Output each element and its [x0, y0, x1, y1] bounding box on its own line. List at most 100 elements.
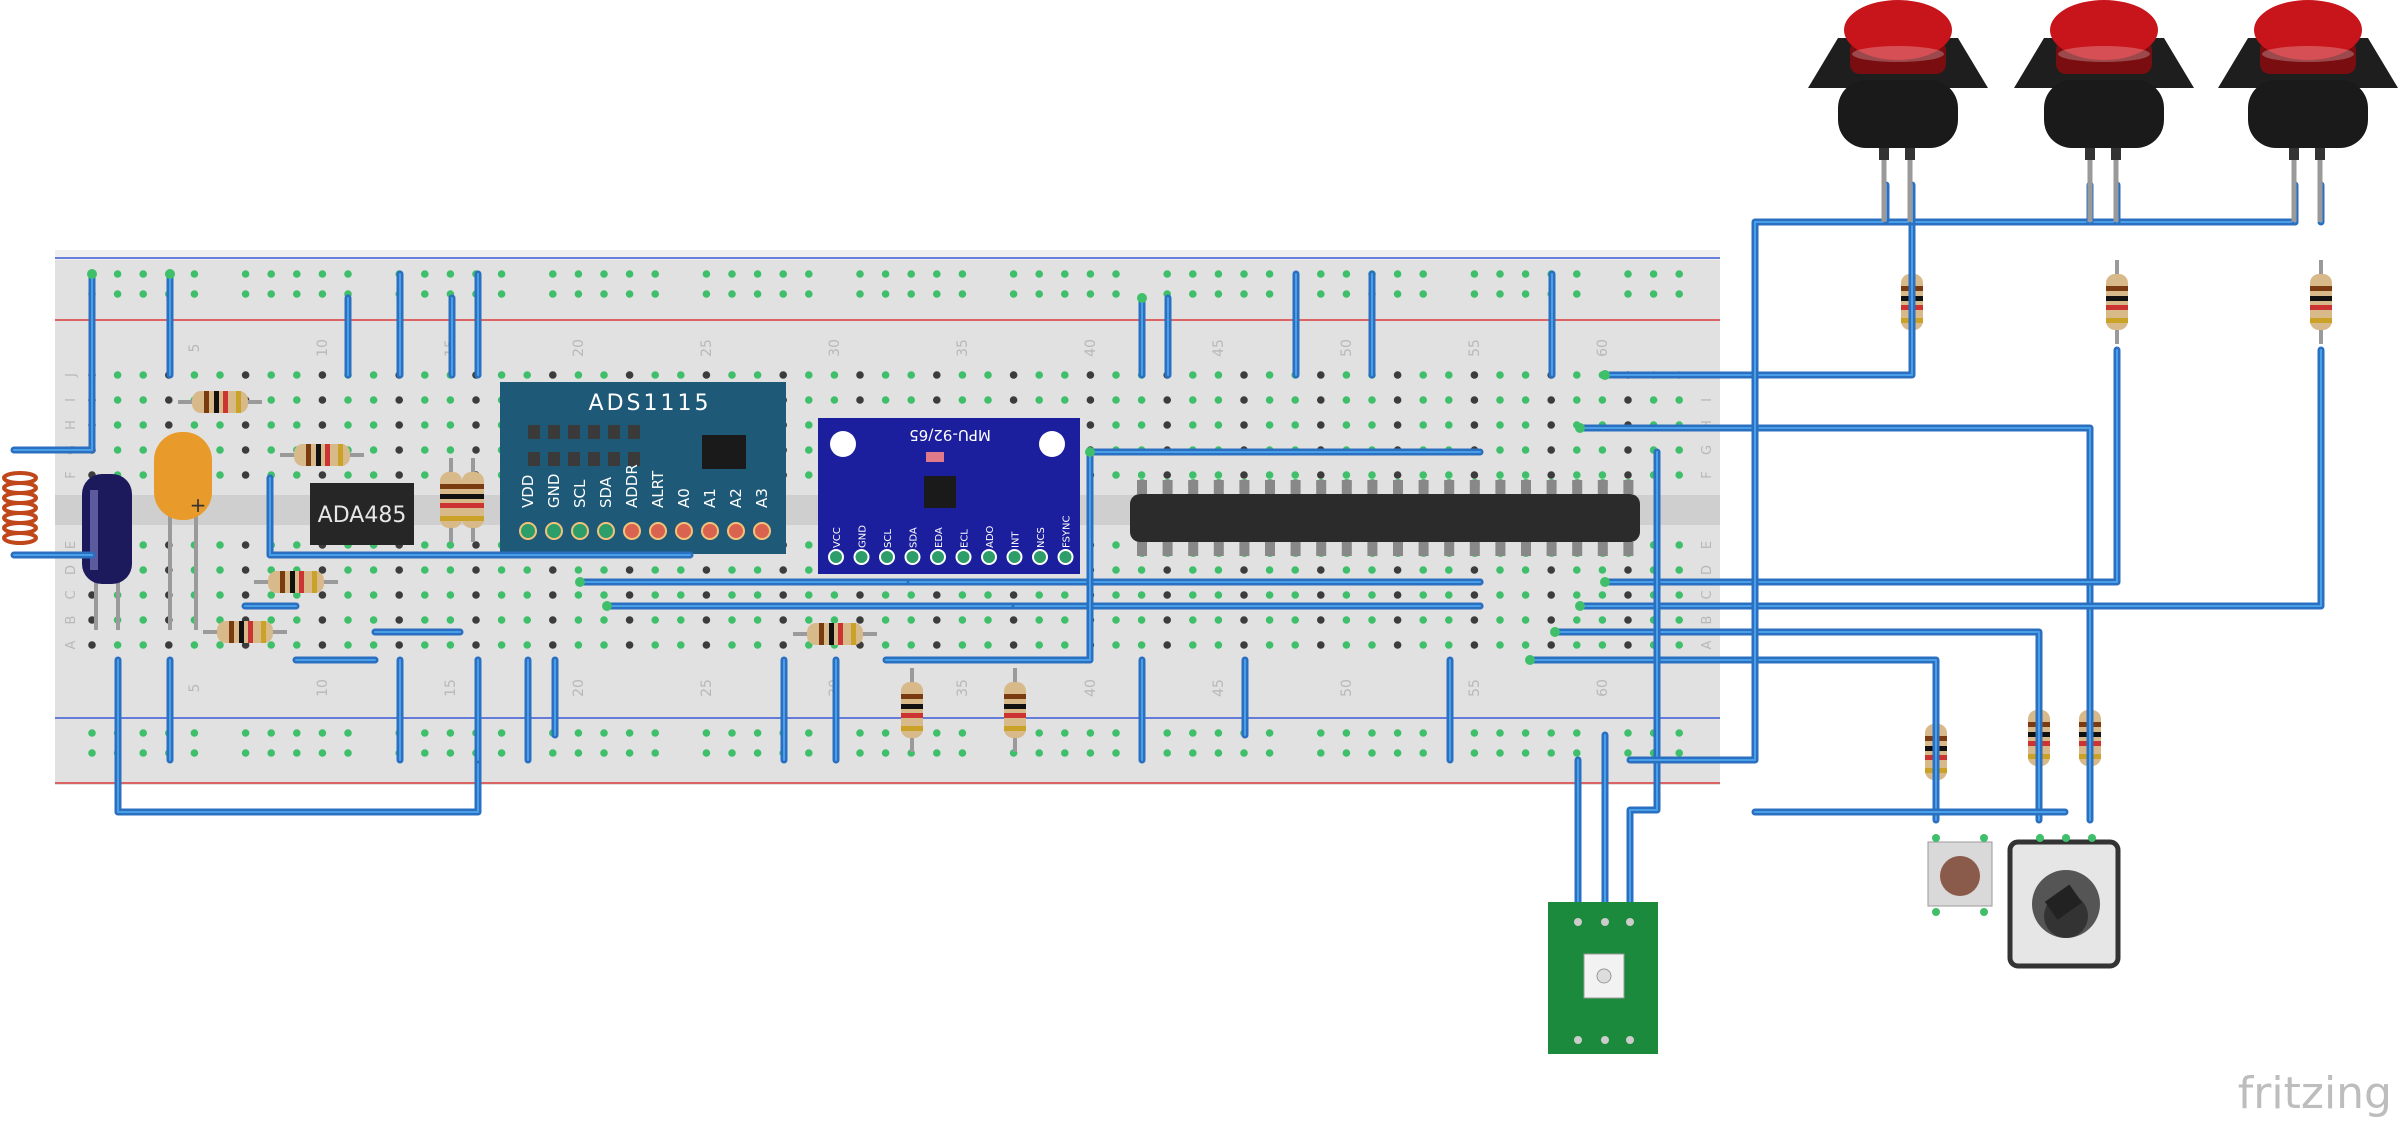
breadboard-hole	[190, 749, 199, 757]
breadboard-hole	[625, 290, 634, 298]
resistor	[462, 458, 484, 542]
mpu-pin-label: GND	[858, 525, 869, 548]
breadboard-hole	[1393, 421, 1402, 429]
header-pin-leg	[1597, 480, 1608, 494]
breadboard-hole	[574, 290, 583, 298]
breadboard-hole	[1342, 421, 1351, 429]
header-pin-leg	[1521, 480, 1531, 494]
breadboard-hole	[1035, 641, 1043, 649]
breadboard-hole	[1317, 641, 1325, 649]
column-number-top: 45	[1211, 339, 1227, 357]
breadboard-hole	[1649, 270, 1658, 278]
mpu-pin	[879, 549, 895, 565]
breadboard-hole	[293, 616, 301, 624]
capacitor-body	[154, 432, 212, 520]
header-pin-leg	[1469, 542, 1480, 556]
breadboard-hole	[549, 371, 557, 379]
breadboard-hole	[1163, 591, 1171, 599]
ads-pin-label: A0	[675, 488, 693, 508]
breadboard-hole	[1496, 591, 1504, 599]
breadboard-hole	[779, 290, 787, 298]
header-pin-leg	[1162, 542, 1173, 556]
breadboard-hole	[241, 749, 250, 757]
breadboard-hole	[1675, 396, 1683, 404]
breadboard-hole	[1521, 729, 1530, 737]
breadboard-hole	[1445, 471, 1453, 479]
resistor-band	[2106, 286, 2128, 291]
button-leg-base	[1879, 140, 1889, 160]
wire-highlight	[1604, 219, 1913, 376]
breadboard-hole	[805, 371, 813, 379]
breadboard-hole	[267, 270, 276, 278]
breadboard-hole	[753, 566, 762, 574]
breadboard-hole	[651, 749, 659, 757]
breadboard-hole	[1598, 616, 1607, 624]
capacitor-stripe	[90, 490, 98, 570]
breadboard-hole	[1189, 749, 1197, 757]
breadboard-hole	[88, 616, 96, 624]
button-body	[2044, 80, 2164, 148]
breadboard-hole	[549, 290, 557, 298]
breadboard-hole	[907, 371, 915, 379]
wire-highlight	[885, 451, 1091, 661]
breadboard-hole	[421, 270, 429, 278]
header-pin-leg	[1418, 480, 1429, 494]
resistor-band	[440, 503, 462, 508]
breadboard-hole	[625, 641, 634, 649]
mpu-led	[926, 452, 944, 462]
breadboard-hole	[805, 421, 813, 429]
breadboard-hole	[1112, 591, 1120, 599]
breadboard-hole	[1470, 270, 1479, 278]
breadboard-hole	[293, 270, 301, 278]
resistor	[793, 623, 877, 645]
breadboard-hole	[318, 290, 327, 298]
breadboard-top-edge	[55, 250, 1720, 260]
breadboard-hole	[651, 371, 659, 379]
ads-pin	[675, 522, 693, 540]
breadboard-hole	[984, 396, 992, 404]
breadboard-hole	[651, 729, 659, 737]
breadboard-hole	[574, 616, 583, 624]
column-number-bottom: 55	[1467, 679, 1483, 697]
mpu-pin-label: FSYNC	[1062, 515, 1073, 548]
breadboard-hole	[881, 616, 890, 624]
tactile-pin	[1932, 834, 1940, 842]
column-number-top: 50	[1339, 339, 1355, 357]
breadboard-hole	[1496, 290, 1504, 298]
breadboard-hole	[881, 749, 890, 757]
breadboard-hole	[446, 270, 455, 278]
encoder-pin	[2088, 834, 2096, 842]
breadboard-hole	[1163, 566, 1171, 574]
button-body	[1838, 80, 1958, 148]
breadboard-hole	[1675, 270, 1683, 278]
header-pin-leg	[1521, 542, 1531, 556]
resistor-band	[829, 623, 834, 645]
row-letter-left: D	[64, 565, 79, 575]
header-pin-leg	[1367, 480, 1378, 494]
resistor-band	[819, 623, 824, 645]
resistor-band	[325, 444, 330, 466]
breadboard-hole	[216, 471, 224, 479]
breadboard-hole	[421, 471, 429, 479]
header-pin-leg	[1572, 542, 1583, 556]
breadboard-hole	[497, 566, 506, 574]
ads-pin-label: ADDR	[623, 464, 641, 508]
sensor-pad	[1574, 918, 1582, 926]
breadboard-hole	[1317, 396, 1325, 404]
header-pin-leg	[1188, 480, 1199, 494]
resistor	[901, 668, 923, 752]
sensor-window	[1596, 968, 1612, 984]
button-leg-base	[2289, 140, 2299, 160]
breadboard-hole	[318, 371, 327, 379]
breadboard-hole	[1368, 591, 1376, 599]
ads-pin	[545, 522, 563, 540]
breadboard-hole	[1521, 371, 1530, 379]
breadboard-hole	[753, 290, 762, 298]
breadboard-hole	[318, 270, 327, 278]
breadboard-hole	[1573, 591, 1581, 599]
breadboard-hole	[113, 371, 122, 379]
ads-pin	[649, 522, 667, 540]
breadboard-hole	[1393, 270, 1402, 278]
